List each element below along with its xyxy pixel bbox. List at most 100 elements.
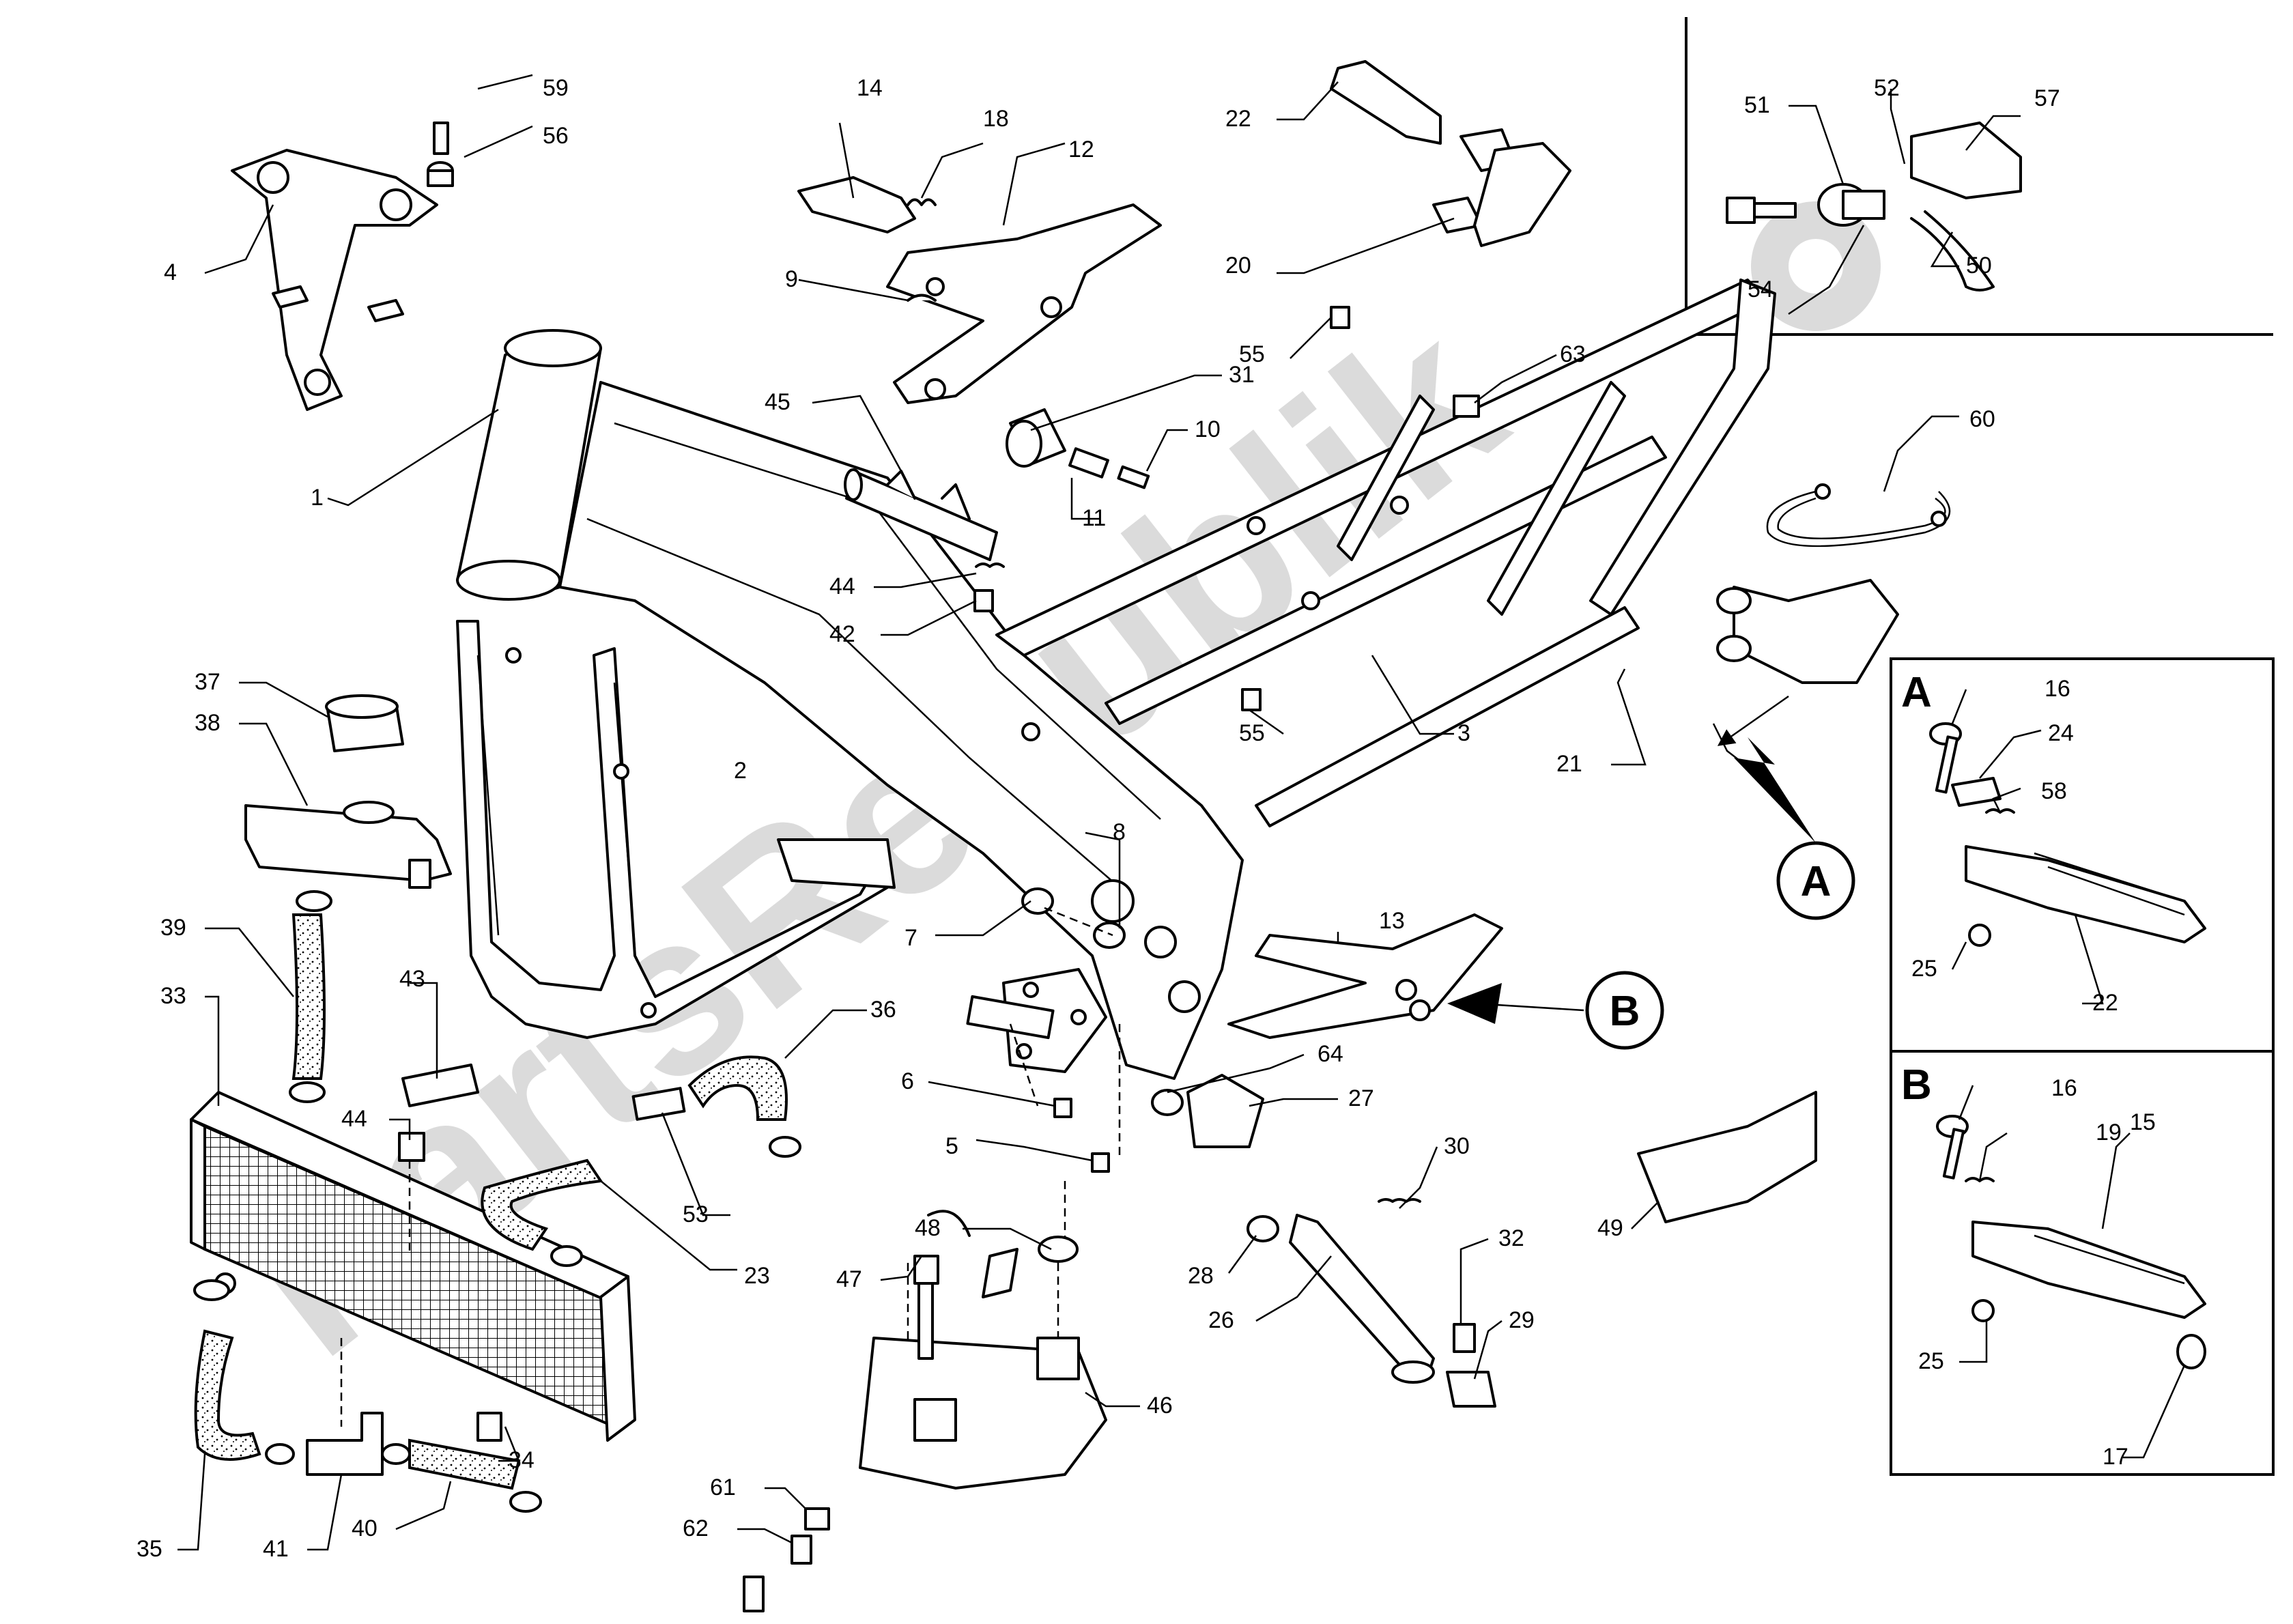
rear-subframe	[995, 279, 1776, 827]
spring-44	[975, 562, 1005, 568]
footpeg-bracket-right	[1716, 579, 1899, 684]
nut-5	[1091, 1152, 1110, 1173]
lock-cylinder-52	[1817, 183, 1885, 227]
part-label: 42	[829, 621, 855, 647]
part-label: 1	[311, 485, 324, 511]
leader-lines	[177, 74, 2186, 1551]
oil-tank-46	[859, 1337, 1107, 1490]
part-label: 49	[1597, 1215, 1623, 1241]
mount-plate-7	[966, 968, 1107, 1073]
part-label: 25	[1911, 956, 1937, 982]
grommet-44	[398, 1132, 425, 1162]
hose-39	[291, 913, 326, 1080]
part-label: 11	[1082, 505, 1106, 531]
callout-a: A	[1717, 695, 1855, 920]
pin-11	[1068, 447, 1109, 479]
plug-62b	[743, 1576, 765, 1612]
inset-box-a	[1890, 657, 2275, 1053]
headlight-bracket	[231, 149, 438, 411]
part-label: 32	[1498, 1225, 1524, 1251]
rubber-29	[1446, 1371, 1496, 1408]
callout-b: B	[1447, 971, 1664, 1050]
t-fitting-41	[306, 1412, 384, 1476]
clip-9	[907, 294, 937, 302]
part-label: 15	[2130, 1109, 2156, 1135]
clip-55-mid	[1241, 688, 1262, 711]
bushing-56	[427, 161, 454, 187]
part-label: 12	[1068, 137, 1094, 162]
part-label: 40	[352, 1515, 378, 1541]
part-label: 14	[857, 75, 883, 101]
spacer-63	[1453, 395, 1480, 418]
part-label: 22	[2092, 990, 2118, 1016]
part-label: 47	[836, 1266, 862, 1292]
part-label: 38	[195, 710, 220, 736]
cable-60	[1766, 483, 1951, 547]
key-51	[1726, 197, 1797, 224]
nut-6	[1053, 1098, 1072, 1118]
part-label: 35	[137, 1536, 162, 1562]
pin-16-a	[1929, 722, 1962, 794]
part-label: 28	[1188, 1263, 1214, 1289]
part-label: 57	[2034, 85, 2060, 111]
plate-24	[1951, 777, 2002, 807]
part-label: 55	[1239, 720, 1265, 746]
part-label: 34	[509, 1447, 535, 1473]
bolt-7	[1021, 887, 1054, 915]
spacer-59	[433, 122, 449, 155]
part-label: 39	[160, 915, 186, 941]
rubber-32	[1453, 1323, 1476, 1353]
expansion-tank-38	[244, 801, 452, 889]
part-label: 18	[983, 106, 1009, 132]
tool-bag-49	[1637, 1091, 1817, 1223]
inset-b-title: B	[1901, 1062, 1932, 1109]
side-stand-26	[1289, 1214, 1435, 1384]
part-label: 16	[2045, 676, 2070, 702]
lock-bracket-57	[1910, 122, 2022, 199]
part-label: 53	[683, 1201, 709, 1227]
part-label: 4	[164, 259, 177, 285]
callout-a-label: A	[1801, 858, 1832, 905]
part-label: 31	[1229, 362, 1255, 388]
part-label: 59	[543, 75, 569, 101]
clip-36	[769, 1136, 801, 1158]
bushing-28	[1247, 1215, 1279, 1242]
tube-45	[844, 468, 998, 561]
fitting-61	[804, 1507, 830, 1530]
part-label: 17	[2103, 1444, 2128, 1470]
part-label: 46	[1147, 1393, 1173, 1419]
mount-34	[476, 1412, 502, 1442]
footpeg-14	[797, 176, 916, 233]
part-label: 44	[341, 1106, 367, 1132]
part-label: 45	[765, 389, 791, 415]
footpeg-22-a	[1965, 845, 2206, 943]
bracket-43	[401, 1064, 479, 1107]
inset-a-title: A	[1901, 669, 1932, 716]
clip-53	[550, 1245, 583, 1267]
part-label: 44	[829, 573, 855, 599]
part-label: 52	[1874, 75, 1900, 101]
bolt-10	[1117, 465, 1150, 489]
part-label: 26	[1208, 1307, 1234, 1333]
spring-18	[907, 198, 937, 206]
part-label: 43	[399, 966, 425, 992]
clip-35	[193, 1279, 230, 1301]
part-label: 64	[1318, 1041, 1343, 1067]
part-label: 25	[1918, 1348, 1944, 1374]
part-label: 30	[1444, 1133, 1470, 1159]
part-label: 36	[870, 997, 896, 1023]
hose-35	[194, 1329, 261, 1461]
footpeg-bracket-13	[1227, 913, 1503, 1039]
part-number-labels: 1 2 3 4 5 6 7 8 9 10 11 12 13 14 15 16 1…	[137, 75, 2156, 1562]
bushing-64	[1151, 1089, 1184, 1116]
part-label: 41	[263, 1536, 289, 1562]
part-label: 37	[195, 669, 220, 695]
part-label: 22	[1225, 106, 1251, 132]
bolt-42	[973, 589, 994, 612]
part-label: 51	[1744, 92, 1770, 118]
part-label: 3	[1457, 720, 1470, 746]
part-label: 9	[785, 266, 798, 292]
part-label: 48	[915, 1215, 941, 1241]
part-label: 61	[710, 1475, 736, 1500]
bushing-31	[1006, 408, 1066, 468]
